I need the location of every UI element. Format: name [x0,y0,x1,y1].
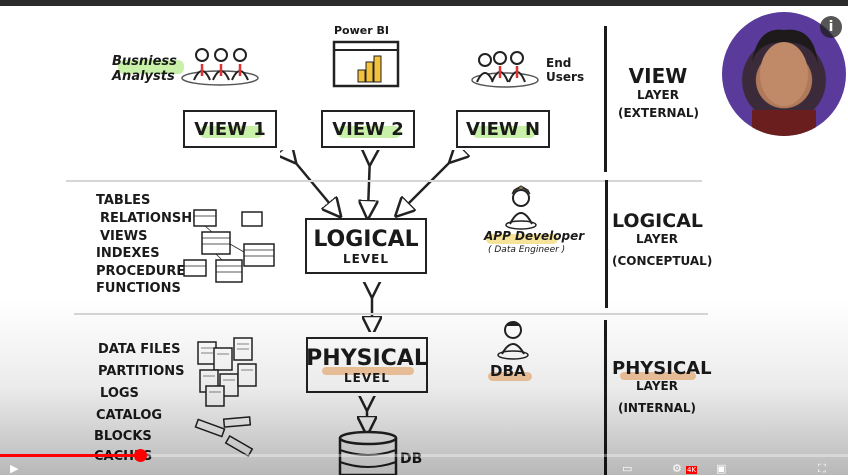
db-label: DB [400,451,423,467]
physical-level-title: PHYSICAL [306,345,428,371]
physical-level-sub: LEVEL [344,370,390,385]
business-analysts-icon [181,48,259,86]
info-button[interactable]: i [820,16,842,38]
physical-items-list: DATA FILES PARTITIONS LOGS CATALOG BLOCK… [94,339,185,467]
app-dev-highlight [486,234,558,244]
end-users-icon [471,51,539,88]
logical-layer-label: LOGICAL LAYER (CONCEPTUAL) [612,210,713,268]
data-files-icon [197,337,257,407]
logical-item: INDEXES [96,246,160,261]
dba-highlight [488,372,532,381]
physical-db-arrow [355,396,379,432]
logical-item: PROCEDURES [96,264,195,279]
logical-level-box: LOGICAL LEVEL [305,218,427,274]
physical-item: LOGS [100,386,139,401]
end-users-label: End Users [546,56,585,84]
physical-layer-bracket [604,320,607,475]
logical-layer-bracket [605,180,608,308]
dba-icon [497,321,529,360]
business-analysts-label: Busniess Analysts [112,54,177,84]
progress-track[interactable] [0,454,848,457]
highlight-left [118,60,184,74]
schema-diagram-icon [183,209,275,283]
separator-view-logical [66,180,702,182]
view-n-box: VIEW N [456,110,550,148]
settings-icon[interactable]: ⚙ [672,462,682,475]
physical-item: BLOCKS [94,429,152,444]
quality-badge: 4K [686,466,698,474]
physical-item: CATALOG [96,408,163,423]
progress-fill [0,454,140,457]
app-developer-label: APP Developer [484,229,585,243]
memory-chips-icon [194,416,254,457]
dba-label: DBA [490,362,526,380]
physical-layer-label: PHYSICAL LAYER (INTERNAL) [612,358,712,415]
powerbi-label: Power BI [334,24,389,37]
physical-item: DATA FILES [98,342,181,357]
app-developer-icon [505,185,537,230]
data-engineer-label: ( Data Engineer ) [488,245,566,255]
view-layer-bracket [604,26,607,172]
play-icon[interactable]: ▶ [10,462,19,475]
view-logical-arrows [280,150,480,220]
view-2-box: VIEW 2 [321,110,415,148]
miniplayer-icon[interactable]: ▣ [716,462,727,475]
logical-item: FUNCTIONS [96,281,181,296]
database-icon [338,430,398,475]
view-2-label: VIEW 2 [332,118,404,140]
logical-item: VIEWS [100,229,148,244]
logical-item: RELATIONSHIPS [100,211,216,226]
physical-level-box: PHYSICAL LEVEL [306,337,428,393]
logical-level-title: LOGICAL [313,226,419,252]
view-n-label: VIEW N [465,118,541,140]
logical-item: TABLES [96,193,151,208]
logical-level-sub: LEVEL [343,251,389,266]
separator-logical-physical [74,313,708,315]
powerbi-chart-icon [332,40,400,88]
view-1-label: VIEW 1 [194,118,266,140]
logical-items-list: TABLES RELATIONSHIPS VIEWS INDEXES PROCE… [96,192,216,297]
physical-item: PARTITIONS [98,364,185,379]
view-1-box: VIEW 1 [183,110,277,148]
top-bar [0,0,848,6]
view-layer-label: VIEW LAYER (EXTERNAL) [618,64,700,120]
subtitles-icon[interactable]: ▭ [622,462,633,475]
scrubber-handle[interactable] [133,449,147,462]
fullscreen-icon[interactable]: ⛶ [818,462,826,475]
logical-physical-arrow [360,282,384,332]
